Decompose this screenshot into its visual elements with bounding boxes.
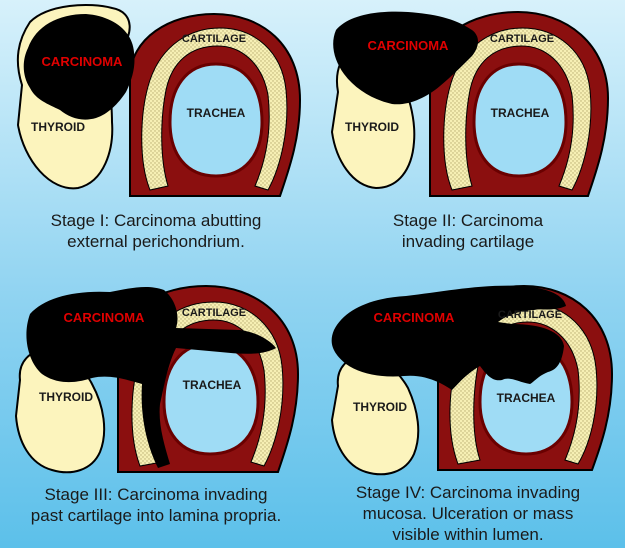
tracheal-lumen <box>170 64 262 176</box>
caption-line: mucosa. Ulceration or mass <box>312 503 624 524</box>
stage-3-panel: CARCINOMA CARTILAGE TRACHEA THYROID Stag… <box>0 274 312 548</box>
carcinoma-label: CARCINOMA <box>368 38 449 53</box>
trachea-label: TRACHEA <box>491 106 550 120</box>
caption-line: invading cartilage <box>312 231 624 252</box>
thyroid-label: THYROID <box>31 120 85 134</box>
stage-4-panel: CARCINOMA CARTILAGE TRACHEA THYROID Stag… <box>312 274 624 548</box>
caption-line: Stage IV: Carcinoma invading <box>312 482 624 503</box>
caption-line: visible within lumen. <box>312 524 624 545</box>
caption-line: Stage II: Carcinoma <box>312 210 624 231</box>
trachea-label: TRACHEA <box>187 106 246 120</box>
caption-line: Stage I: Carcinoma abutting <box>0 210 312 231</box>
stage-1-caption: Stage I: Carcinoma abutting external per… <box>0 210 312 252</box>
carcinoma-label: CARCINOMA <box>64 310 145 325</box>
cartilage-label: CARTILAGE <box>498 309 562 321</box>
caption-line: external perichondrium. <box>0 231 312 252</box>
stage-1-panel: CARCINOMA CARTILAGE TRACHEA THYROID Stag… <box>0 0 312 274</box>
tracheal-lumen <box>474 64 566 176</box>
stage-3-caption: Stage III: Carcinoma invading past carti… <box>0 484 312 526</box>
tracheal-lumen <box>164 344 258 454</box>
stage-2-panel: CARCINOMA CARTILAGE TRACHEA THYROID Stag… <box>312 0 624 274</box>
cartilage-label: CARTILAGE <box>182 307 246 319</box>
cartilage-label: CARTILAGE <box>490 33 554 45</box>
trachea-label: TRACHEA <box>497 391 556 405</box>
thyroid-label: THYROID <box>353 400 407 414</box>
thyroid-label: THYROID <box>39 390 93 404</box>
caption-line: Stage III: Carcinoma invading <box>0 484 312 505</box>
carcinoma-label: CARCINOMA <box>374 310 455 325</box>
trachea-label: TRACHEA <box>183 378 242 392</box>
thyroid-label: THYROID <box>345 120 399 134</box>
cartilage-label: CARTILAGE <box>182 33 246 45</box>
stage-4-caption: Stage IV: Carcinoma invading mucosa. Ulc… <box>312 482 624 545</box>
carcinoma-label: CARCINOMA <box>42 54 123 69</box>
caption-line: past cartilage into lamina propria. <box>0 505 312 526</box>
stage-2-caption: Stage II: Carcinoma invading cartilage <box>312 210 624 252</box>
